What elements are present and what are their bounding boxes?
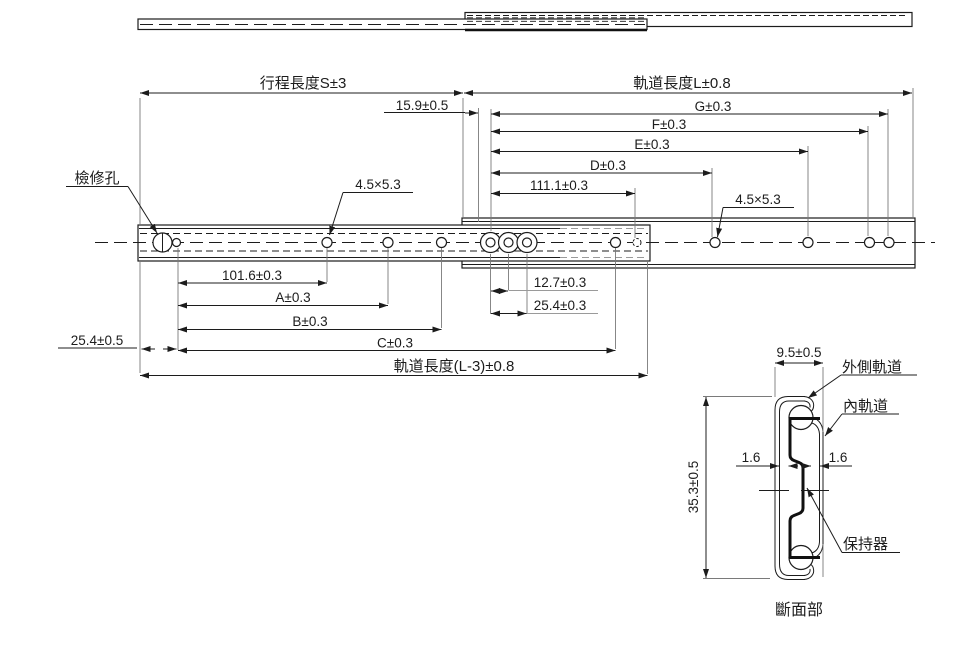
section-height-label: 35.3±0.5: [686, 461, 701, 513]
bottom-dimensions: 101.6±0.3 A±0.3 B±0.3 C±0.3 軌道長度(L-3)±0.…: [58, 268, 648, 379]
retainer-label: 保持器: [843, 536, 888, 553]
retainer-profile: [788, 417, 820, 559]
mounting-holes: [152, 231, 895, 254]
section-caption: 斷面部: [775, 601, 823, 619]
dim-15-9-label: 15.9±0.5: [396, 98, 448, 113]
section-inner-rail: [802, 416, 824, 560]
top-dimensions: 行程長度S±3 軌道長度L±0.8 15.9±0.5 G±0.3 F±0.3 E…: [66, 75, 912, 238]
section-outer-rail: [774, 396, 815, 580]
dim-e-label: E±0.3: [634, 137, 669, 152]
dim-c-label: C±0.3: [377, 336, 413, 351]
stroke-length-label: 行程長度S±3: [260, 75, 347, 92]
dim-b-label: B±0.3: [292, 314, 327, 329]
main-view-extended-slide: [95, 217, 935, 269]
top-view-collapsed-slide: [137, 11, 913, 32]
gap-right-label: 1.6: [829, 450, 848, 465]
rail-length-label: 軌道長度L±0.8: [633, 75, 730, 92]
cross-section-view: 9.5±0.5 35.3±0.5 1.6 1.6 外側軌道 內軌道 保持器 斷面…: [686, 345, 917, 619]
gap-left-label: 1.6: [742, 450, 761, 465]
rail-length-l3-label: 軌道長度(L-3)±0.8: [394, 358, 515, 375]
inspection-hole-label: 檢修孔: [74, 170, 119, 187]
dim-g-label: G±0.3: [695, 99, 732, 114]
extension-lines: [139, 88, 914, 374]
dim-d-label: D±0.3: [590, 158, 626, 173]
dim-101-6-label: 101.6±0.3: [222, 268, 282, 283]
inner-rail-label: 內軌道: [843, 398, 888, 415]
hidden-hole: [632, 238, 642, 247]
dim-f-label: F±0.3: [652, 117, 686, 132]
dim-25-4-end-label: 25.4±0.5: [71, 333, 123, 348]
dim-a-label: A±0.3: [275, 290, 310, 305]
dim-25-4-slot-label: 25.4±0.3: [534, 298, 586, 313]
section-width-label: 9.5±0.5: [777, 345, 822, 360]
dim-111-1-label: 111.1±0.3: [530, 178, 588, 193]
dim-12-7-label: 12.7±0.3: [534, 275, 586, 290]
slot-callout-left-label: 4.5×5.3: [355, 177, 400, 192]
outer-rail-label: 外側軌道: [842, 359, 902, 376]
slot-callout-right-label: 4.5×5.3: [735, 192, 780, 207]
lobed-slot: [479, 231, 538, 254]
